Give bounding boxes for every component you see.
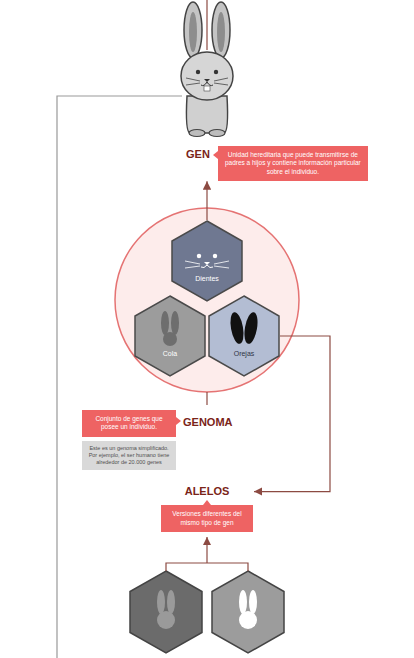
callout-text: Versiones diferentes del mismo tipo de g… xyxy=(168,510,246,527)
genoma-leader xyxy=(206,392,207,405)
hexagon-label: Dientes xyxy=(171,275,243,283)
hexagon-shape xyxy=(134,295,206,377)
bunny-illustration xyxy=(181,2,233,137)
callout-node: Conjunto de genes que posee un individuo… xyxy=(82,410,233,437)
gene-hexagon: Dientes xyxy=(171,220,243,302)
note-box: Este es un genoma simplificado. Por ejem… xyxy=(82,441,176,470)
gene-hexagon: Cola xyxy=(134,295,206,377)
trait-label: Dientes xyxy=(171,275,243,283)
callout-box: Conjunto de genes que posee un individuo… xyxy=(82,410,176,437)
allele-hexagon xyxy=(212,571,284,653)
hexagon-label: Cola xyxy=(134,350,206,358)
callout-node: ALELOS Versiones diferentes del mismo tip… xyxy=(161,485,253,532)
note-text: Este es un genoma simplificado. Por ejem… xyxy=(88,445,170,466)
term-heading: GENOMA xyxy=(183,416,233,429)
connector xyxy=(206,181,207,220)
trait-label: Cola xyxy=(134,350,206,358)
heading-wrap: ALELOS xyxy=(185,485,230,498)
callout-box: Unidad hereditaria que puede transmitirs… xyxy=(218,146,368,181)
trait-label: Orejas xyxy=(208,350,280,358)
term-heading: GEN xyxy=(186,148,210,161)
trait-icon xyxy=(185,254,229,268)
note-box: Este es un genoma simplificado. Por ejem… xyxy=(82,441,176,470)
heading-wrap: GENOMA xyxy=(183,416,233,429)
allele-arrow xyxy=(206,537,207,563)
callout-node: GEN Unidad hereditaria que puede transmit… xyxy=(186,146,368,181)
hexagon-shape xyxy=(171,220,243,302)
callout-text: Unidad hereditaria que puede transmitirs… xyxy=(225,151,361,176)
trait-icon xyxy=(228,311,259,345)
top-line xyxy=(206,0,207,50)
heading-wrap: GEN xyxy=(186,148,210,161)
trait-icon xyxy=(161,311,179,346)
hexagon-label: Orejas xyxy=(208,350,280,358)
callout-text: Conjunto de genes que posee un individuo… xyxy=(89,415,169,432)
callout-box: Versiones diferentes del mismo tipo de g… xyxy=(161,505,253,532)
genome-circle xyxy=(115,208,299,392)
hexagon-shape xyxy=(208,295,280,377)
bracket-line xyxy=(166,563,248,571)
gene-hexagon: Orejas xyxy=(208,295,280,377)
term-heading: ALELOS xyxy=(185,485,230,498)
allele-hexagon xyxy=(130,571,202,653)
